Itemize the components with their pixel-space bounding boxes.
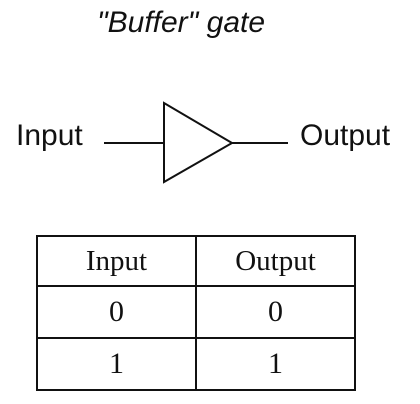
- output-label: Output: [300, 119, 391, 152]
- table-cell-input: 0: [36, 285, 197, 339]
- table-row: 0 0: [36, 285, 356, 339]
- table-row: 1 1: [36, 337, 356, 391]
- buffer-triangle-icon: [163, 101, 234, 184]
- column-header-input: Input: [36, 235, 197, 287]
- table-cell-output: 0: [195, 285, 356, 339]
- truth-table: Input Output 0 0 1 1: [36, 235, 356, 391]
- table-cell-input: 1: [36, 337, 197, 391]
- truth-table-header-row: Input Output: [36, 235, 356, 287]
- input-label: Input: [16, 119, 83, 152]
- diagram-title: "Buffer" gate: [96, 6, 266, 39]
- table-cell-output: 1: [195, 337, 356, 391]
- column-header-output: Output: [195, 235, 356, 287]
